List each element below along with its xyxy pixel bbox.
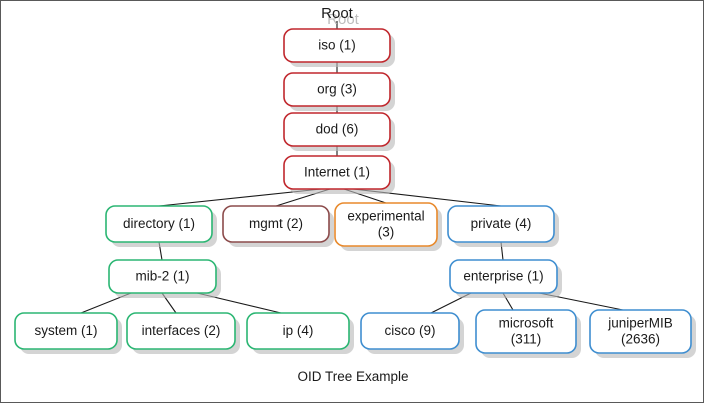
node-rect-mib2[interactable] bbox=[108, 259, 217, 294]
node-org[interactable]: org (3) bbox=[283, 72, 395, 111]
node-rect-experimental[interactable] bbox=[334, 202, 438, 247]
node-label-juniperMIB: (2636) bbox=[621, 332, 660, 347]
nodes-layer: iso (1) org (3) dod (6) Internet (1) directo… bbox=[14, 28, 696, 358]
root-title: Root bbox=[321, 5, 354, 22]
node-label-directory: directory (1) bbox=[123, 216, 195, 231]
node-label-dod: dod (6) bbox=[316, 122, 359, 137]
node-rect-juniperMIB[interactable] bbox=[589, 309, 692, 354]
node-label-internet: Internet (1) bbox=[304, 165, 370, 180]
node-rect-enterprise[interactable] bbox=[449, 259, 558, 294]
node-internet[interactable]: Internet (1) bbox=[283, 155, 395, 194]
node-label-private: private (4) bbox=[471, 216, 532, 231]
node-label-ip: ip (4) bbox=[283, 323, 314, 338]
node-rect-mgmt[interactable] bbox=[222, 205, 330, 243]
node-label-system: system (1) bbox=[34, 323, 97, 338]
node-iso[interactable]: iso (1) bbox=[283, 28, 395, 67]
node-rect-cisco[interactable] bbox=[360, 312, 460, 350]
node-rect-internet[interactable] bbox=[283, 155, 391, 190]
node-rect-org[interactable] bbox=[283, 72, 391, 107]
node-ip[interactable]: ip (4) bbox=[246, 312, 354, 354]
node-label-iso: iso (1) bbox=[318, 38, 356, 53]
node-directory[interactable]: directory (1) bbox=[105, 205, 217, 247]
node-interfaces[interactable]: interfaces (2) bbox=[126, 312, 240, 354]
node-rect-microsoft[interactable] bbox=[475, 309, 577, 354]
node-mib2[interactable]: mib-2 (1) bbox=[108, 259, 221, 298]
node-private[interactable]: private (4) bbox=[447, 205, 559, 247]
node-enterprise[interactable]: enterprise (1) bbox=[449, 259, 562, 298]
labels-layer: Root Root OID Tree Example bbox=[297, 5, 408, 384]
node-label-microsoft: (311) bbox=[511, 332, 542, 347]
node-rect-system[interactable] bbox=[14, 312, 118, 350]
node-juniperMIB[interactable]: juniperMIB(2636) bbox=[589, 309, 696, 358]
node-dod[interactable]: dod (6) bbox=[283, 112, 395, 151]
node-label-juniperMIB: juniperMIB bbox=[607, 316, 673, 331]
diagram-caption: OID Tree Example bbox=[297, 369, 408, 384]
node-cisco[interactable]: cisco (9) bbox=[360, 312, 464, 354]
node-microsoft[interactable]: microsoft(311) bbox=[475, 309, 581, 358]
node-label-experimental: (3) bbox=[378, 225, 395, 240]
node-label-enterprise: enterprise (1) bbox=[463, 269, 543, 284]
node-rect-dod[interactable] bbox=[283, 112, 391, 147]
node-label-mib2: mib-2 (1) bbox=[135, 269, 189, 284]
node-label-interfaces: interfaces (2) bbox=[142, 323, 221, 338]
node-label-org: org (3) bbox=[317, 82, 357, 97]
node-rect-ip[interactable] bbox=[246, 312, 350, 350]
root-title-shadow: Root bbox=[327, 11, 360, 28]
node-system[interactable]: system (1) bbox=[14, 312, 122, 354]
node-label-microsoft: microsoft bbox=[499, 316, 554, 331]
node-experimental[interactable]: experimental(3) bbox=[334, 202, 442, 251]
node-rect-interfaces[interactable] bbox=[126, 312, 236, 350]
node-mgmt[interactable]: mgmt (2) bbox=[222, 205, 334, 247]
node-rect-private[interactable] bbox=[447, 205, 555, 243]
node-label-mgmt: mgmt (2) bbox=[249, 216, 303, 231]
node-rect-directory[interactable] bbox=[105, 205, 213, 243]
node-label-cisco: cisco (9) bbox=[384, 323, 435, 338]
node-label-experimental: experimental bbox=[347, 209, 424, 224]
node-rect-iso[interactable] bbox=[283, 28, 391, 63]
